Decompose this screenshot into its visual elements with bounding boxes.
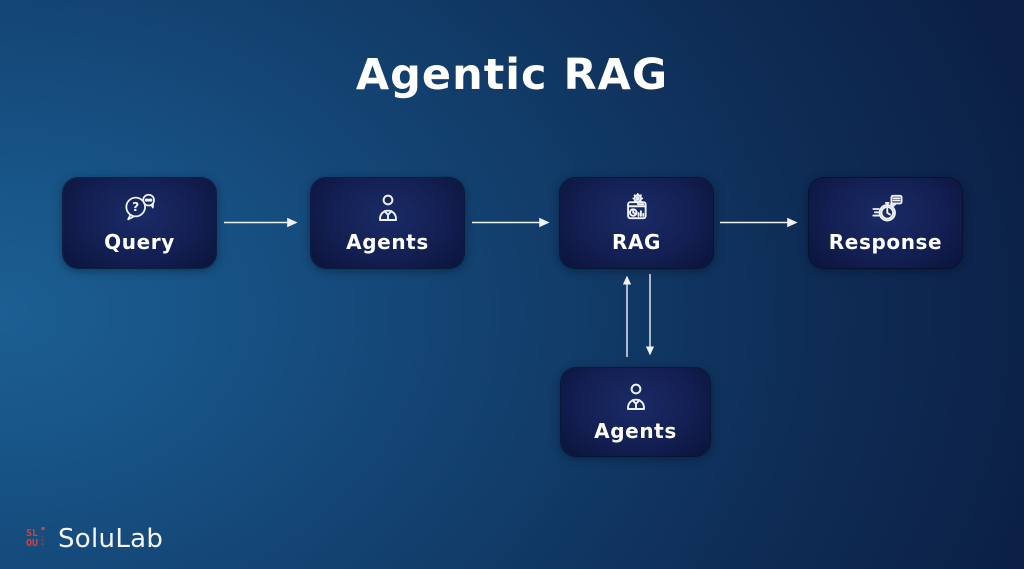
person-icon — [372, 192, 404, 226]
node-agents-top: Agents — [311, 178, 464, 268]
person-icon — [620, 381, 652, 415]
node-label: Agents — [346, 230, 429, 254]
document-gear-analytics-icon — [620, 192, 654, 226]
svg-text:L: L — [42, 534, 44, 538]
node-rag: RAG — [560, 178, 713, 268]
solulab-logo: SL OU L A B SoluLab — [26, 524, 163, 554]
node-label: RAG — [611, 230, 662, 254]
question-chat-bubbles-icon: ? — [121, 192, 159, 226]
svg-text:B: B — [42, 542, 45, 546]
node-response: Response — [809, 178, 962, 268]
node-label: Agents — [594, 419, 677, 443]
brand-name: SoluLab — [58, 524, 164, 554]
node-label: Query — [104, 230, 175, 254]
svg-text:?: ? — [132, 200, 139, 214]
node-label: Response — [828, 230, 943, 254]
page-title: Agentic RAG — [355, 50, 669, 100]
node-agents-bottom: Agents — [561, 368, 710, 456]
solulab-logo-mark: SL OU L A B — [26, 527, 45, 549]
svg-text:OU: OU — [26, 538, 38, 549]
svg-text:A: A — [42, 538, 45, 542]
node-query: ? Query — [63, 178, 216, 268]
svg-text:SL: SL — [26, 528, 38, 539]
fast-response-stopwatch-icon — [867, 192, 905, 226]
